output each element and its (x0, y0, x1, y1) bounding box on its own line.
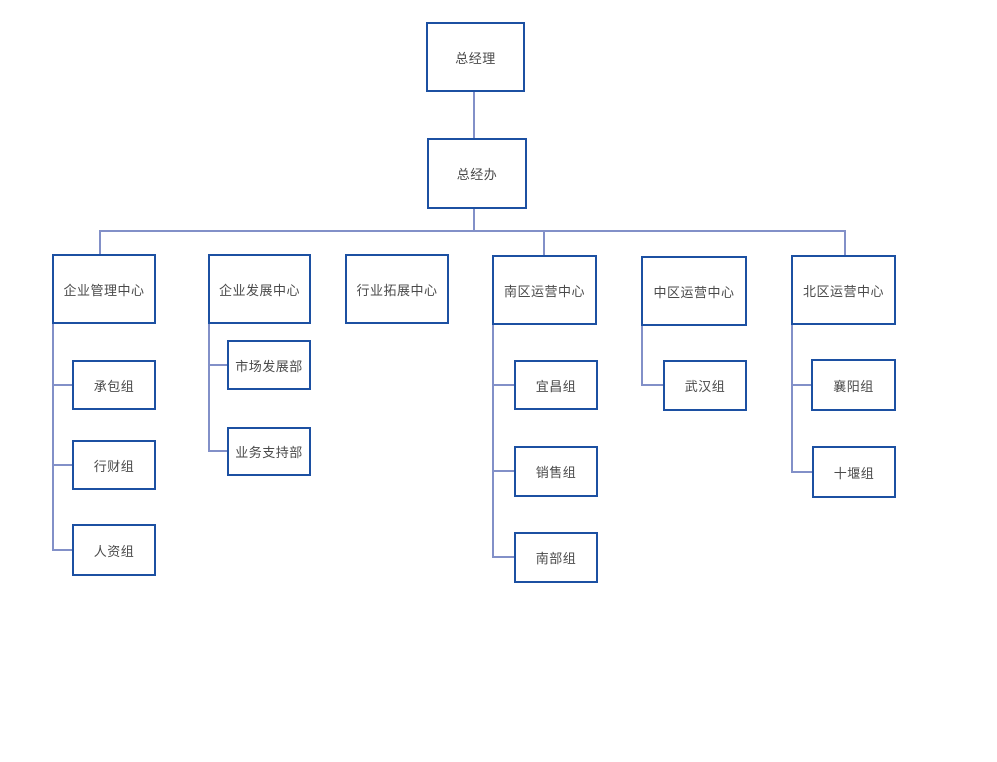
node-market-development-dept[interactable]: 市场发展部 (227, 340, 311, 390)
node-yichang-group[interactable]: 宜昌组 (514, 360, 598, 410)
node-hr-group[interactable]: 人资组 (72, 524, 156, 576)
node-admin-finance-group[interactable]: 行财组 (72, 440, 156, 490)
connector-drop-south-ops (543, 230, 545, 255)
connector-stub-wuhan (641, 384, 663, 386)
node-general-manager-office[interactable]: 总经办 (427, 138, 527, 209)
node-southern-group[interactable]: 南部组 (514, 532, 598, 583)
node-contracting-group[interactable]: 承包组 (72, 360, 156, 410)
connector-drop-north-ops (844, 230, 846, 255)
node-xiangyang-group[interactable]: 襄阳组 (811, 359, 896, 411)
node-enterprise-development-center[interactable]: 企业发展中心 (208, 254, 311, 324)
connector-rail-ent-dev (208, 324, 210, 452)
node-shiyan-group[interactable]: 十堰组 (812, 446, 896, 498)
connector-stub-hr (52, 549, 72, 551)
connector-stub-xiangyang (791, 384, 811, 386)
node-south-operations-center[interactable]: 南区运营中心 (492, 255, 597, 325)
connector-stub-southern (492, 556, 514, 558)
connector-gmoffice-to-bus (473, 209, 475, 231)
node-enterprise-management-center[interactable]: 企业管理中心 (52, 254, 156, 324)
node-north-operations-center[interactable]: 北区运营中心 (791, 255, 896, 325)
connector-stub-contracting (52, 384, 72, 386)
connector-gm-to-gmoffice (473, 92, 475, 138)
connector-stub-sales (492, 470, 514, 472)
connector-rail-ent-mgmt (52, 324, 54, 551)
connector-rail-central-ops (641, 326, 643, 386)
node-wuhan-group[interactable]: 武汉组 (663, 360, 747, 411)
connector-rail-north-ops (791, 325, 793, 473)
node-general-manager[interactable]: 总经理 (426, 22, 525, 92)
connector-stub-biz-support (208, 450, 227, 452)
connector-bus (99, 230, 846, 232)
node-sales-group[interactable]: 销售组 (514, 446, 598, 497)
node-industry-expansion-center[interactable]: 行业拓展中心 (345, 254, 449, 324)
connector-drop-ent-mgmt (99, 230, 101, 254)
connector-stub-market-dev (208, 364, 227, 366)
connector-stub-yichang (492, 384, 514, 386)
connector-stub-admin-finance (52, 464, 72, 466)
connector-rail-south-ops (492, 325, 494, 558)
connector-stub-shiyan (791, 471, 812, 473)
node-business-support-dept[interactable]: 业务支持部 (227, 427, 311, 476)
node-central-operations-center[interactable]: 中区运营中心 (641, 256, 747, 326)
